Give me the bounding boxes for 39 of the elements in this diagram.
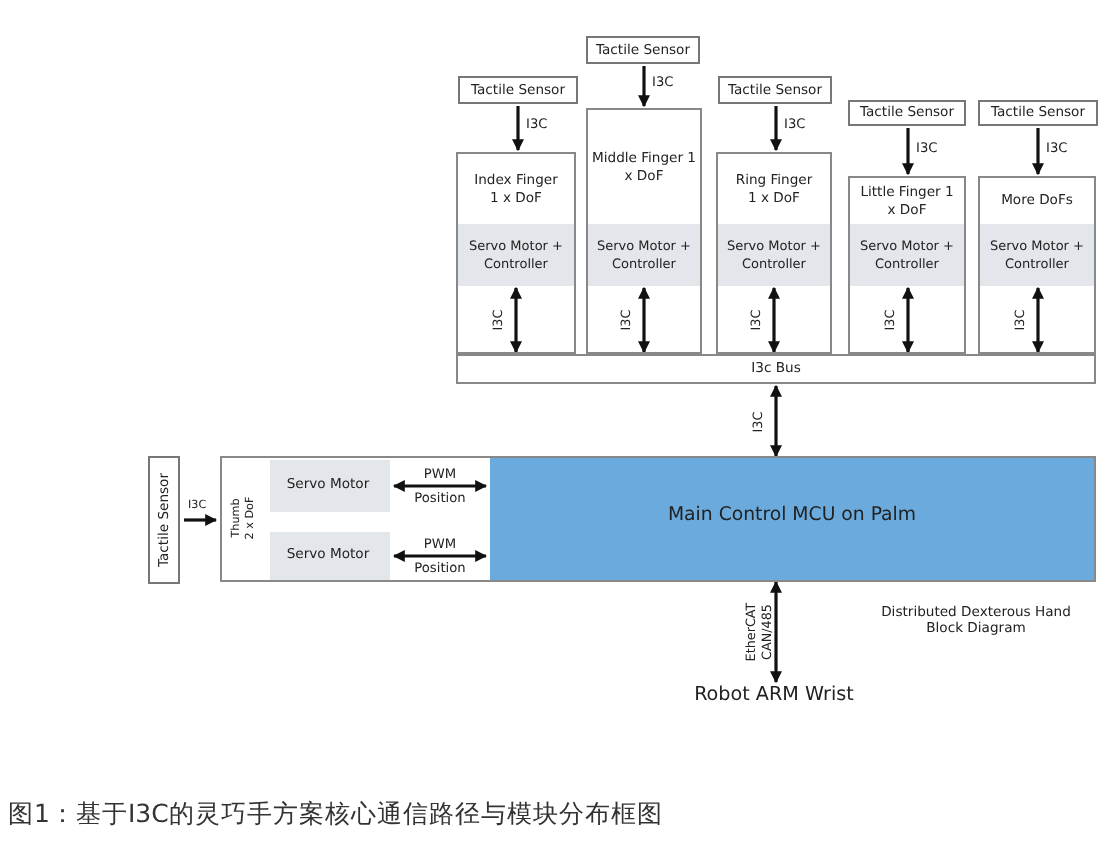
mcu-block [490, 458, 1094, 580]
bus-bar [456, 354, 1096, 384]
node-label: Main Control MCU on Palm [665, 502, 919, 531]
arrow [392, 480, 488, 492]
finger-module-box [456, 152, 576, 354]
sensor-box [586, 36, 700, 64]
servo-motor-panel [270, 532, 390, 580]
arrow [902, 286, 914, 354]
arrow [184, 514, 218, 526]
finger-module-box [586, 108, 702, 354]
figure-caption: 图1：基于I3C的灵巧手方案核心通信路径与模块分布框图 [8, 798, 663, 832]
arrow [1032, 128, 1044, 176]
sensor-box [978, 100, 1098, 126]
finger-module-box [716, 152, 832, 354]
finger-module-box [978, 176, 1096, 354]
servo-controller-panel [458, 224, 574, 286]
arrow [770, 384, 782, 458]
sensor-box [848, 100, 966, 126]
arrow [512, 106, 524, 152]
arrow [392, 550, 488, 562]
servo-motor-panel [270, 460, 390, 512]
arrow [638, 286, 650, 354]
hand-module-box [220, 456, 1096, 582]
finger-module-box [848, 176, 966, 354]
arrow [770, 106, 782, 152]
node-label: Robot ARM Wrist [692, 684, 856, 708]
sensor-box [718, 76, 832, 104]
sensor-box [458, 76, 578, 104]
servo-controller-panel [980, 224, 1094, 286]
arrow [1032, 286, 1044, 354]
sensor-box [148, 456, 180, 584]
servo-controller-panel [588, 224, 700, 286]
arrow [510, 286, 522, 354]
arrow [902, 128, 914, 176]
arrow [768, 286, 780, 354]
arrow [770, 580, 782, 684]
servo-controller-panel [850, 224, 964, 286]
arrow [638, 66, 650, 108]
servo-controller-panel [718, 224, 830, 286]
